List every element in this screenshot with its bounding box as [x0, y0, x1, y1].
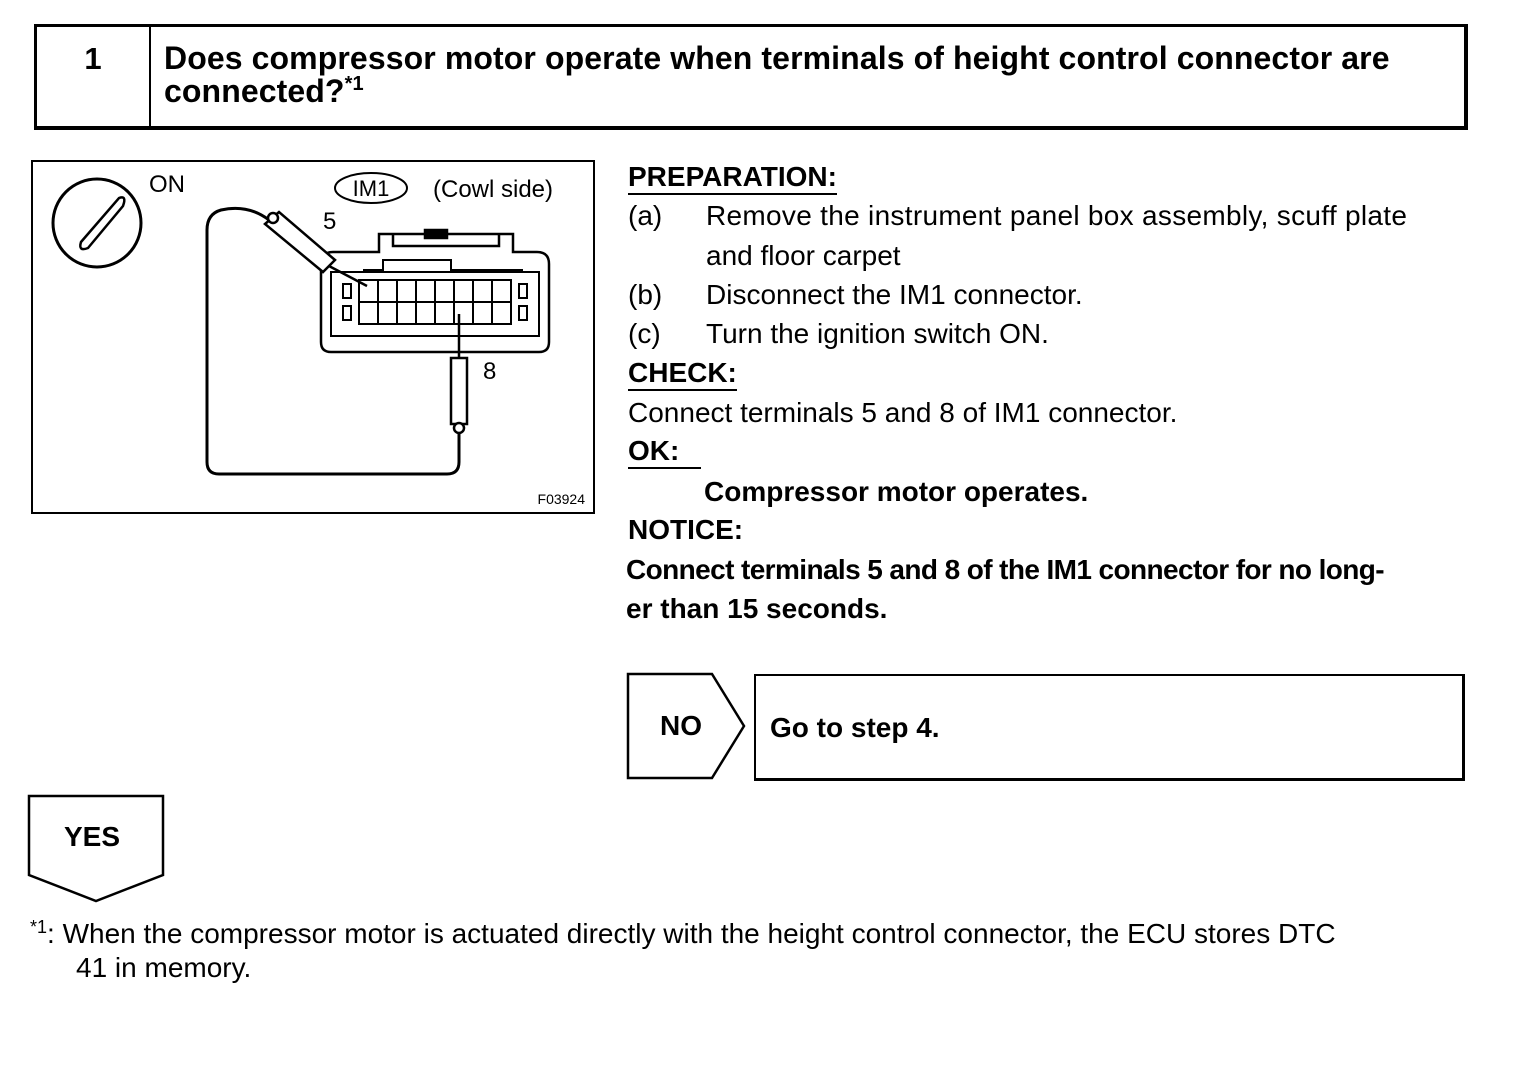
no-branch-arrow — [626, 672, 746, 780]
notice-heading: NOTICE: — [628, 514, 744, 545]
notice-line2: er than 15 seconds. — [626, 593, 888, 624]
check-heading-text: CHECK: — [628, 357, 737, 391]
figure-code: F03924 — [538, 491, 586, 507]
prep-b-marker: (b) — [628, 279, 663, 310]
ok-text: Compressor motor operates. — [704, 476, 1089, 507]
prep-c-line1: Turn the ignition switch ON. — [706, 318, 1049, 349]
step-number: 1 — [37, 27, 151, 126]
probe-terminal-8 — [449, 314, 469, 435]
footnote: *1: When the compressor motor is actuate… — [30, 917, 1480, 985]
footnote-reference: *1 — [344, 73, 364, 95]
connector-illustration: ON IM1 (Cowl side) 5 8 — [31, 160, 595, 514]
prep-a-marker: (a) — [628, 200, 663, 231]
footnote-marker: *1 — [30, 917, 48, 937]
step-question: Does compressor motor operate when termi… — [164, 42, 1454, 108]
connector-diagram: ON IM1 (Cowl side) 5 8 — [51, 171, 586, 507]
jumper-wire — [205, 206, 461, 476]
terminal-5-label: 5 — [323, 208, 336, 235]
footnote-line1: *1: When the compressor motor is actuate… — [30, 917, 1480, 951]
prep-b-line1: Disconnect the IM1 connector. — [706, 279, 1083, 310]
yes-label: YES — [64, 821, 121, 852]
ok-heading-text: OK: — [628, 435, 702, 469]
probe-terminal-5 — [263, 210, 368, 288]
footnote-line2: 41 in memory. — [76, 952, 252, 983]
terminal-8-label: 8 — [483, 358, 496, 385]
ok-heading: OK: — [628, 435, 702, 469]
no-result-box: Go to step 4. — [754, 674, 1465, 781]
step-header: 1 Does compressor motor operate when ter… — [34, 24, 1468, 130]
check-heading: CHECK: — [628, 357, 737, 391]
no-label: NO — [660, 710, 702, 741]
ignition-switch-icon — [51, 177, 143, 269]
preparation-heading-text: PREPARATION: — [628, 161, 837, 195]
connector-side-label: (Cowl side) — [433, 176, 553, 203]
prep-a-line1: Remove the instrument panel box assembly… — [706, 200, 1408, 231]
check-text: Connect terminals 5 and 8 of IM1 connect… — [628, 397, 1178, 428]
preparation-heading: PREPARATION: — [628, 161, 837, 195]
notice-line1: Connect terminals 5 and 8 of the IM1 con… — [626, 554, 1385, 585]
connector-name-oval — [334, 172, 408, 204]
prep-a-line2: and floor carpet — [706, 240, 901, 271]
switch-on-label: ON — [149, 171, 185, 198]
no-result-text: Go to step 4. — [770, 712, 940, 743]
prep-c-marker: (c) — [628, 318, 661, 349]
yes-branch-arrow — [27, 794, 165, 903]
connector-name-label: IM1 — [353, 176, 390, 201]
step-question-text: Does compressor motor operate when termi… — [164, 40, 1390, 109]
im1-connector-icon — [319, 228, 551, 354]
footnote-line1-text: : When the compressor motor is actuated … — [47, 918, 1336, 949]
